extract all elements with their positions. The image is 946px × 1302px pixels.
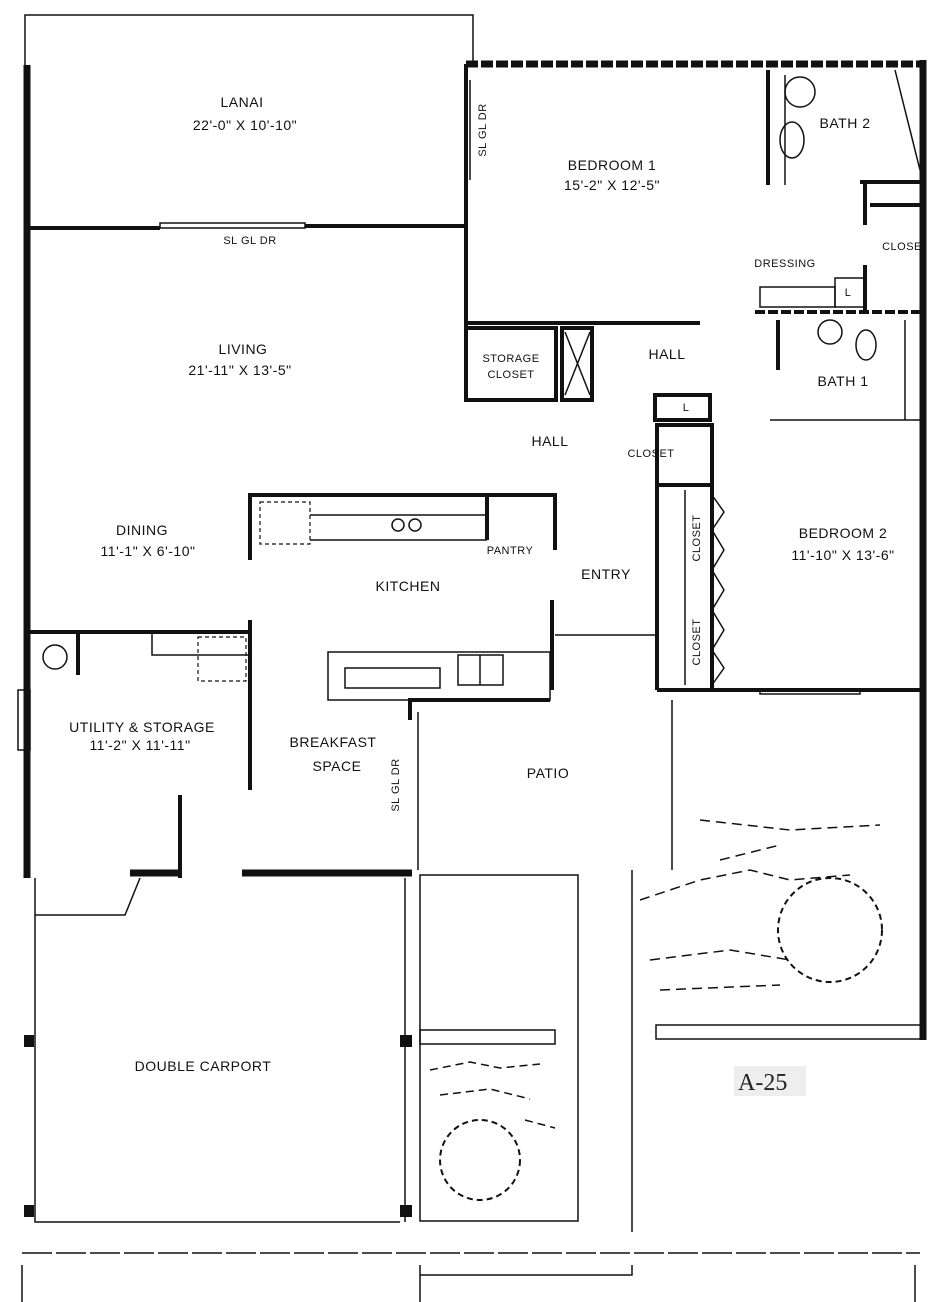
bedroom2-size: 11'-10" X 13'-6"	[791, 547, 894, 563]
bedroom-wing-walls	[464, 60, 927, 1040]
storage-closet-label-2: CLOSET	[487, 369, 534, 381]
lanai-label: LANAI	[221, 94, 264, 110]
bath1-label: BATH 1	[818, 373, 869, 389]
bedroom1-label: BEDROOM 1	[568, 157, 657, 173]
patio-label: PATIO	[527, 765, 569, 781]
carport-label: DOUBLE CARPORT	[135, 1058, 272, 1074]
landscaping	[429, 819, 883, 1201]
lanai-size: 22'-0" X 10'-10"	[193, 117, 297, 133]
storage-closet-label: STORAGE	[482, 353, 539, 365]
lanai-walls	[23, 14, 474, 878]
bedroom2-closet-b-label: CLOSET	[691, 618, 703, 665]
dressing-label: DRESSING	[754, 258, 815, 270]
bedroom2-label: BEDROOM 2	[799, 525, 888, 541]
bedroom2-closet-a-label: CLOSET	[691, 514, 703, 561]
exterior-walls	[21, 700, 922, 1302]
linen-mark-2: L	[683, 402, 690, 414]
breakfast-label: BREAKFAST	[290, 734, 377, 750]
bath2-label: BATH 2	[820, 115, 871, 131]
hall-upper-label: HALL	[648, 346, 685, 362]
kitchen-label: KITCHEN	[376, 578, 441, 594]
bedroom1-size: 15'-2" X 12'-5"	[564, 177, 660, 193]
hall-walls	[464, 326, 922, 695]
utility-size: 11'-2" X 11'-11"	[89, 737, 190, 753]
lanai-door-label: SL GL DR	[223, 235, 276, 247]
living-size: 21'-11" X 13'-5"	[188, 362, 291, 378]
dining-label: DINING	[116, 522, 168, 538]
plan-id-background	[734, 1066, 806, 1096]
breakfast-door-label: SL GL DR	[390, 758, 402, 811]
living-label: LIVING	[219, 341, 268, 357]
breakfast-label-2: SPACE	[313, 758, 362, 774]
utility-walls	[17, 620, 412, 878]
kitchen-walls	[248, 493, 657, 870]
pantry-label: PANTRY	[487, 545, 534, 557]
entry-label: ENTRY	[581, 566, 631, 582]
utility-label: UTILITY & STORAGE	[69, 719, 215, 735]
plan-id-label: A-25	[738, 1070, 787, 1096]
dining-size: 11'-1" X 6'-10"	[101, 543, 196, 559]
hall-closet-label: CLOSET	[627, 448, 674, 460]
hall-lower-label: HALL	[531, 433, 568, 449]
bath-closet-label: CLOSE	[882, 241, 922, 253]
linen-mark: L	[845, 287, 852, 299]
bedroom1-door-label: SL GL DR	[477, 103, 489, 156]
